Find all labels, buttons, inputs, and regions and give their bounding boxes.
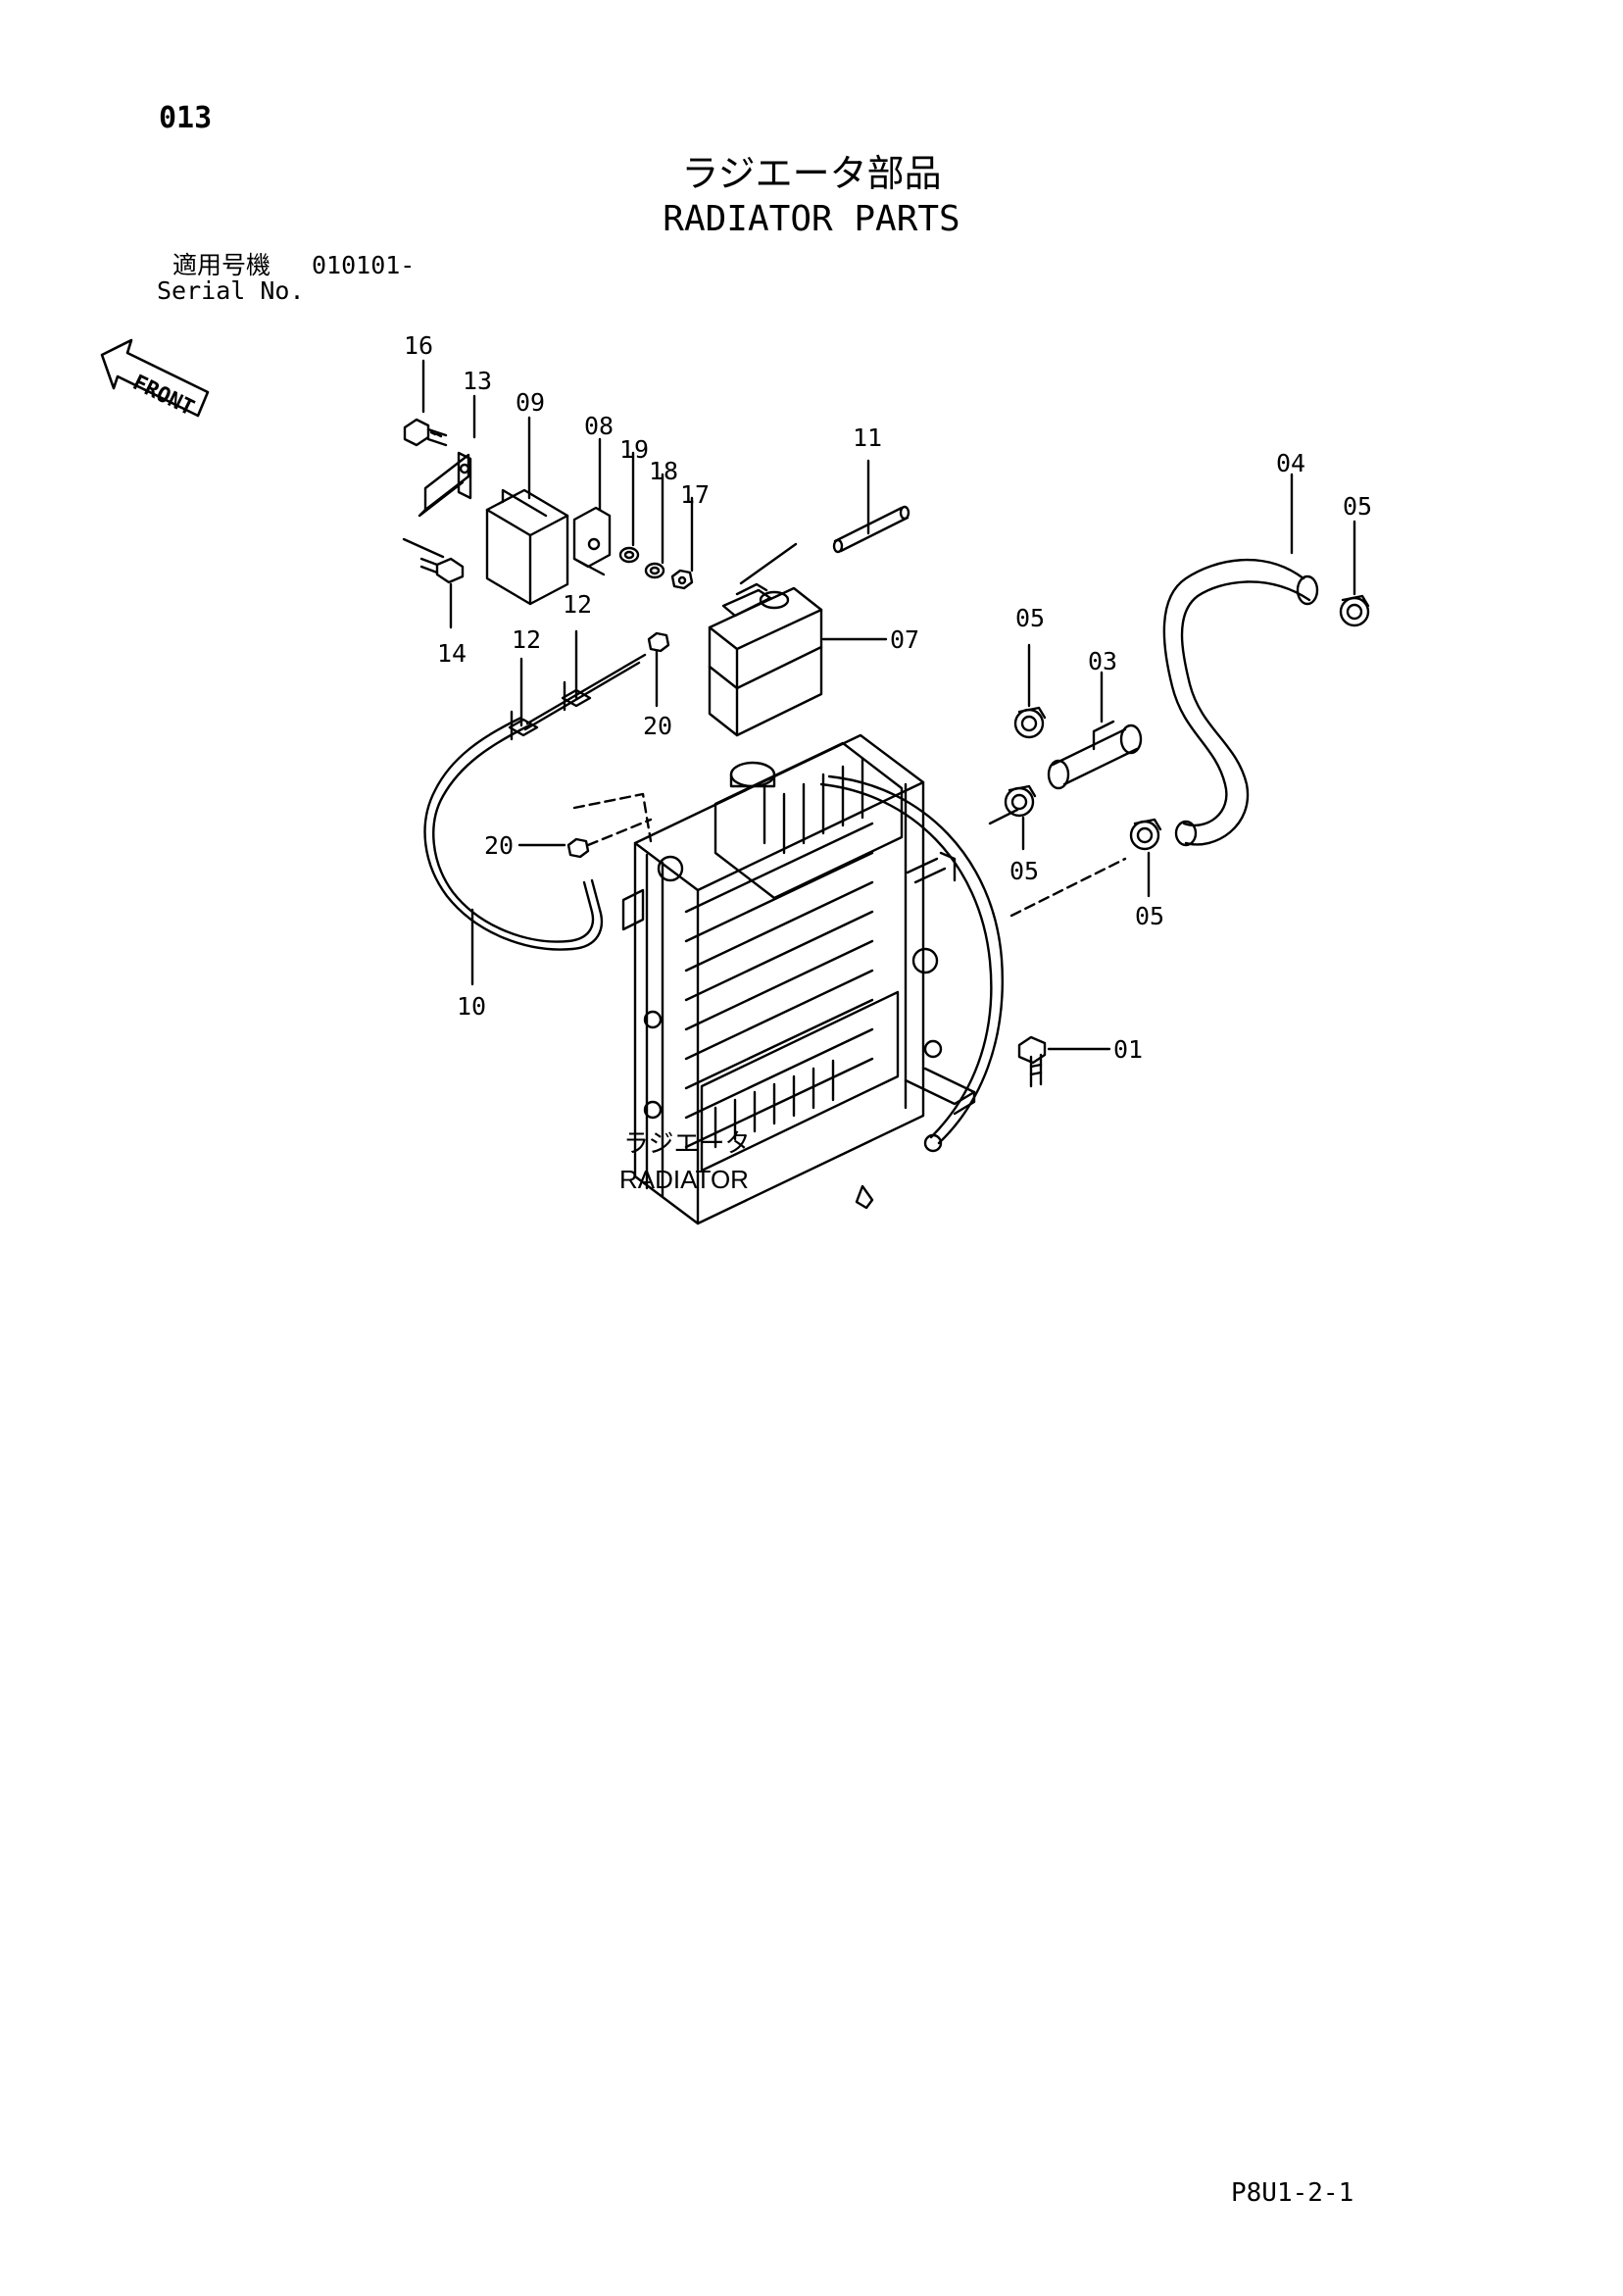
callout-07: 07	[890, 625, 920, 654]
serial-value: 010101-	[312, 251, 416, 279]
callout-14: 14	[437, 639, 467, 668]
clamp-05-lower-icon	[1129, 818, 1162, 851]
callout-01: 01	[1113, 1035, 1144, 1064]
callout-08: 08	[584, 412, 615, 440]
callout-11: 11	[853, 424, 883, 452]
callout-20-upper: 20	[643, 712, 673, 740]
washer-19-icon	[618, 546, 640, 564]
callout-05-left: 05	[1009, 857, 1040, 885]
callout-09: 09	[516, 388, 546, 417]
washer-18-icon	[644, 562, 665, 579]
front-label: FRONT	[128, 371, 197, 422]
nut-20-upper-icon	[647, 631, 670, 653]
reservoir-07-icon	[708, 582, 823, 737]
nut-17-icon	[670, 569, 694, 590]
bracket-09-icon	[485, 488, 569, 606]
bolt-01-icon	[1017, 1035, 1047, 1088]
nut-20-lower-icon	[566, 837, 590, 859]
radiator-label-jp: ラジエータ	[623, 1129, 751, 1159]
hose-04-icon	[1162, 558, 1319, 847]
clamp-05-mid-icon	[1013, 706, 1047, 739]
callout-17: 17	[680, 480, 711, 509]
callout-12-left: 12	[512, 625, 542, 654]
serial-label-jp: 適用号機	[172, 251, 271, 279]
clamp-05-left-icon	[1004, 784, 1037, 818]
callout-12-right: 12	[563, 590, 593, 619]
clamp-12-right-icon	[561, 680, 592, 712]
bolt-16-icon	[403, 418, 448, 447]
footer-page-code: P8U1-2-1	[1231, 2178, 1354, 2208]
clamp-12-left-icon	[508, 710, 539, 741]
callout-10: 10	[457, 992, 487, 1021]
rod-11-icon	[832, 505, 910, 554]
callout-05-mid: 05	[1015, 604, 1046, 632]
clamp-05-top-right-icon	[1339, 594, 1370, 627]
callout-04: 04	[1276, 449, 1306, 477]
callout-05-lower: 05	[1135, 902, 1165, 930]
callout-05-top-right: 05	[1343, 492, 1373, 521]
page-number: 013	[159, 101, 213, 135]
callout-19: 19	[619, 435, 650, 464]
page-title-en: RADIATOR PARTS	[663, 199, 960, 239]
front-arrow-icon: FRONT	[100, 338, 210, 422]
hose-10-icon	[423, 653, 647, 951]
page-title-jp: ラジエータ部品	[681, 152, 942, 195]
bolt-14-icon	[419, 557, 465, 584]
hose-03-icon	[1047, 720, 1143, 790]
radiator-body-icon	[621, 733, 1004, 1225]
serial-label-en: Serial No.	[157, 276, 305, 305]
callout-03: 03	[1088, 647, 1118, 675]
plate-13-icon	[418, 451, 472, 518]
callout-20-lower: 20	[484, 831, 515, 860]
callout-16: 16	[404, 331, 434, 360]
callout-13: 13	[463, 367, 493, 395]
clip-08-icon	[572, 506, 612, 576]
radiator-label-en: RADIATOR	[619, 1165, 749, 1194]
callout-18: 18	[649, 457, 679, 485]
